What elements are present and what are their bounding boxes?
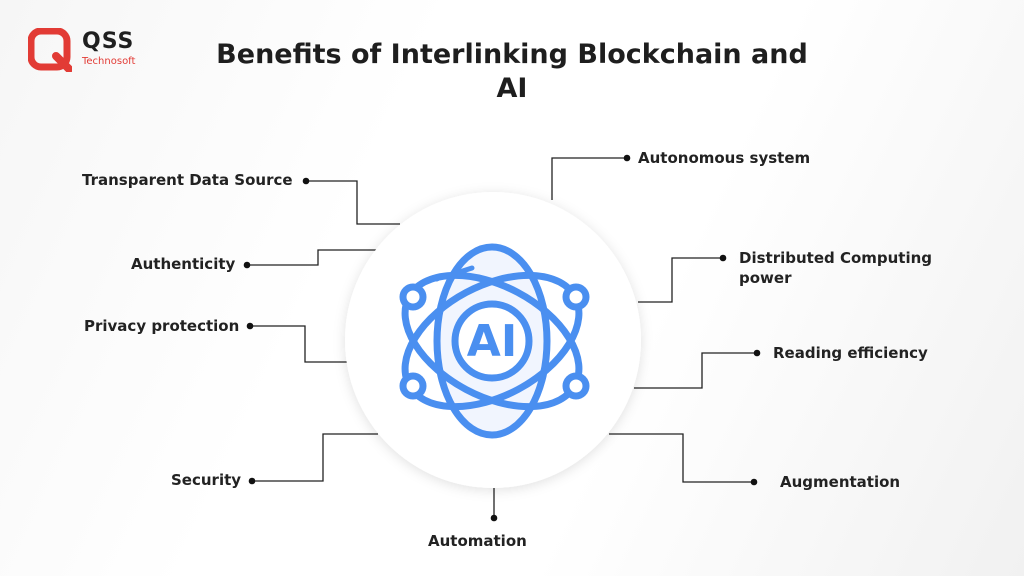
benefit-reading-efficiency: Reading efficiency — [773, 344, 928, 362]
connector-distributed — [638, 257, 723, 303]
brand-logo: QSS Technosoft — [28, 28, 148, 74]
benefit-automation: Automation — [428, 532, 527, 550]
benefit-autonomous-system: Autonomous system — [638, 149, 811, 167]
dot-privacy — [246, 322, 254, 330]
dot-transparent — [302, 177, 310, 185]
connector-augmentation — [609, 433, 754, 483]
benefit-privacy-protection: Privacy protection — [84, 317, 240, 335]
brand-subtitle: Technosoft — [82, 56, 136, 67]
dot-autonomous — [623, 154, 631, 162]
connector-transparent — [306, 180, 400, 225]
dot-security — [248, 477, 256, 485]
brand-name: QSS — [82, 29, 135, 54]
benefit-transparent-data-source: Transparent Data Source — [82, 171, 293, 189]
benefit-distributed-computing-power: Distributed Computing power — [739, 249, 933, 287]
dot-automation — [490, 514, 498, 522]
dot-reading — [753, 349, 761, 357]
connector-reading — [634, 352, 757, 389]
connector-autonomous — [551, 157, 627, 200]
atom-icon — [399, 243, 590, 439]
dot-augmentation — [750, 478, 758, 486]
dot-authenticity — [243, 261, 251, 269]
benefit-augmentation: Augmentation — [780, 473, 901, 491]
dot-distributed — [719, 254, 727, 262]
connector-privacy — [250, 325, 352, 363]
benefit-authenticity: Authenticity — [131, 255, 236, 273]
connector-authenticity — [247, 249, 380, 266]
page-title: Benefits of Interlinking Blockchain and … — [216, 39, 808, 104]
q-logo-icon — [28, 28, 72, 72]
benefit-security: Security — [171, 471, 242, 489]
ai-label: AI — [467, 316, 517, 367]
connector-security — [252, 433, 378, 482]
